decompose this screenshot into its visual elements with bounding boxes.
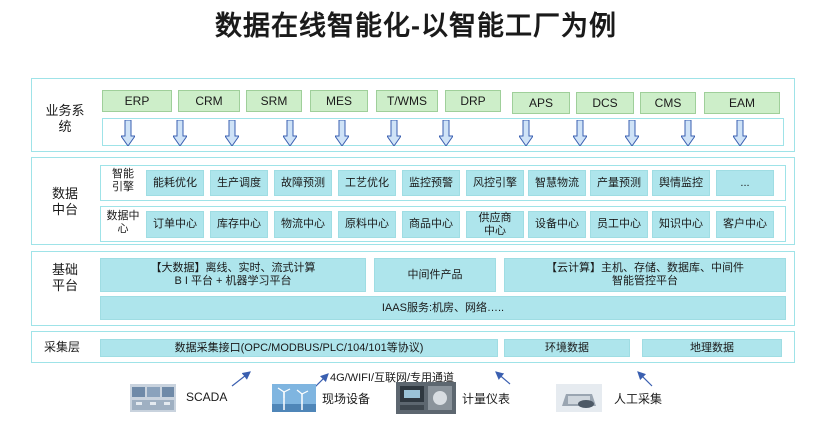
manual-collection-image bbox=[556, 384, 602, 412]
engine-cell: 生产调度 bbox=[210, 170, 268, 196]
source-label-manual: 人工采集 bbox=[614, 392, 663, 406]
data-center-cell: 客户中心 bbox=[716, 211, 774, 238]
system-box-drp: DRP bbox=[445, 90, 501, 112]
source-label-scada: SCADA bbox=[186, 390, 228, 404]
down-arrow-icon bbox=[519, 120, 533, 146]
intelligence-engine-label: 智能 引擎 bbox=[112, 168, 134, 193]
down-arrow-icon bbox=[625, 120, 639, 146]
collection-label: 采集层 bbox=[43, 340, 80, 354]
down-arrow-icon bbox=[335, 120, 349, 146]
data-center-cell: 订单中心 bbox=[146, 211, 204, 238]
collection-interface-box: 数据采集接口(OPC/MODBUS/PLC/104/101等协议) bbox=[100, 339, 498, 357]
bigdata-box: 【大数据】离线、实时、流式计算 B I 平台 + 机器学习平台 bbox=[100, 258, 366, 292]
middleware-box: 中间件产品 bbox=[374, 258, 496, 292]
engine-cell: 产量预测 bbox=[590, 170, 648, 196]
engine-cell: 能耗优化 bbox=[146, 170, 204, 196]
scada-image bbox=[130, 384, 176, 412]
page-title: 数据在线智能化-以智能工厂为例 bbox=[215, 11, 617, 41]
network-note: 4G/WIFI/互联网/专用通道 bbox=[330, 372, 455, 384]
down-arrow-icon bbox=[573, 120, 587, 146]
source-label-field-equipment: 现场设备 bbox=[322, 392, 371, 406]
system-box-mes: MES bbox=[310, 90, 368, 112]
down-arrow-icon bbox=[121, 120, 135, 146]
system-box-crm: CRM bbox=[178, 90, 240, 112]
field-equipment-image bbox=[272, 384, 316, 412]
down-arrow-icon bbox=[439, 120, 453, 146]
system-box-srm: SRM bbox=[246, 90, 302, 112]
engine-cell: 风控引擎 bbox=[466, 170, 524, 196]
cloud-box: 【云计算】主机、存储、数据库、中间件 智能管控平台 bbox=[504, 258, 786, 292]
data-center-cell: 知识中心 bbox=[652, 211, 710, 238]
data-center-cell: 设备中心 bbox=[528, 211, 586, 238]
business-layer-label: 业务系 统 bbox=[45, 103, 85, 134]
data-center-cell: 物流中心 bbox=[274, 211, 332, 238]
down-arrow-icon bbox=[173, 120, 187, 146]
engine-cell: 舆情监控 bbox=[652, 170, 710, 196]
data-center-cell: 商品中心 bbox=[402, 211, 460, 238]
data-center-cell: 供应商中心 bbox=[466, 211, 524, 238]
data-center-label: 数据中 心 bbox=[106, 210, 140, 235]
iaas-box: IAAS服务:机房、网络….. bbox=[100, 296, 786, 320]
system-box-aps: APS bbox=[512, 92, 570, 114]
engine-cell: 智慧物流 bbox=[528, 170, 586, 196]
down-arrow-icon bbox=[225, 120, 239, 146]
system-box-twms: T/WMS bbox=[376, 90, 438, 112]
down-arrow-icon bbox=[733, 120, 747, 146]
data-platform-label: 数据 中台 bbox=[51, 186, 78, 217]
environment-data-box: 环境数据 bbox=[504, 339, 630, 357]
down-arrow-icon bbox=[681, 120, 695, 146]
engine-cell: 监控预警 bbox=[402, 170, 460, 196]
meter-image bbox=[396, 382, 456, 414]
engine-cell: 工艺优化 bbox=[338, 170, 396, 196]
arrow-strip bbox=[102, 118, 784, 146]
engine-cell-more: ... bbox=[716, 170, 774, 196]
system-box-eam: EAM bbox=[704, 92, 780, 114]
system-box-dcs: DCS bbox=[576, 92, 634, 114]
data-center-cell: 原料中心 bbox=[338, 211, 396, 238]
data-center-cell: 员工中心 bbox=[590, 211, 648, 238]
geo-data-box: 地理数据 bbox=[642, 339, 782, 357]
source-label-meter: 计量仪表 bbox=[462, 392, 511, 406]
data-center-cell: 库存中心 bbox=[210, 211, 268, 238]
foundation-label: 基础 平台 bbox=[51, 262, 78, 293]
down-arrow-icon bbox=[387, 120, 401, 146]
system-box-erp: ERP bbox=[102, 90, 172, 112]
engine-cell: 故障预测 bbox=[274, 170, 332, 196]
system-box-cms: CMS bbox=[640, 92, 696, 114]
down-arrow-icon bbox=[283, 120, 297, 146]
